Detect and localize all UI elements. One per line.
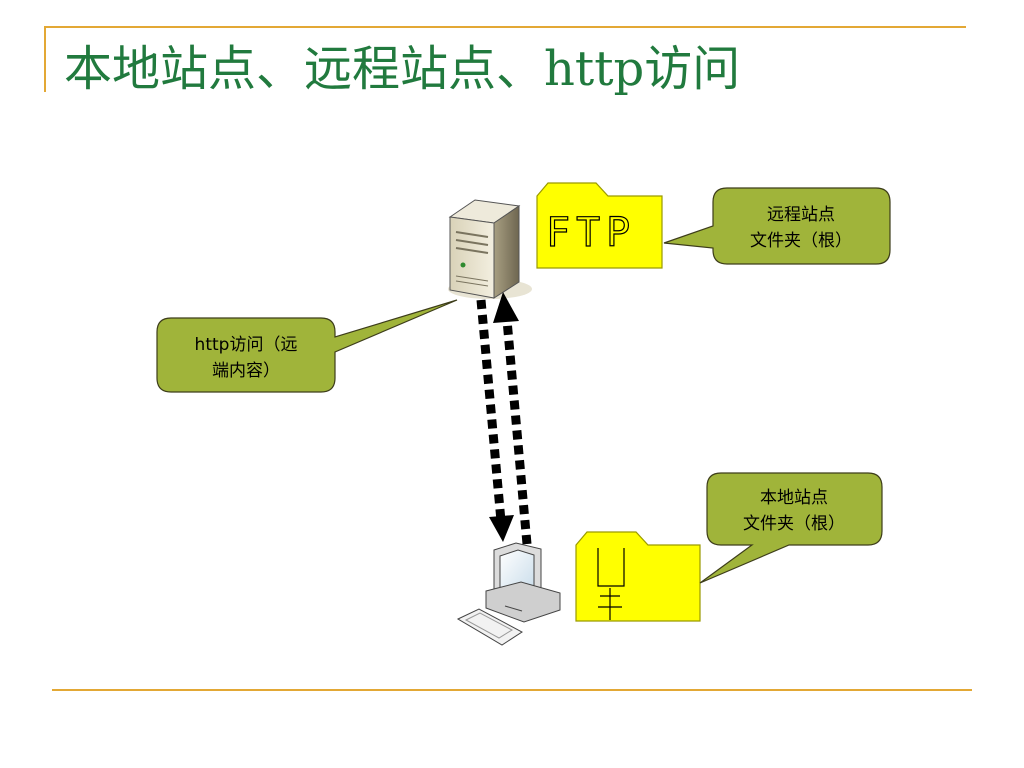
title-left-rule [44, 26, 46, 92]
callout-http-access: http访问（远 端内容） [156, 299, 458, 393]
arrow-up-head [493, 292, 519, 323]
title-top-rule [44, 26, 966, 28]
http-transfer-arrows [476, 292, 532, 545]
callout-local-site: 本地站点 文件夹（根） [699, 472, 883, 584]
server-tower-icon [448, 199, 532, 299]
footer-rule [52, 689, 972, 691]
callout-http-line1: http访问（远 [195, 335, 298, 355]
callout-remote-site: 远程站点 文件夹（根） [663, 187, 891, 265]
slide-title: 本地站点、远程站点、http访问 [64, 41, 741, 97]
arrow-down-head [489, 515, 514, 542]
remote-folder-icon: FTP [536, 182, 663, 269]
desktop-computer-icon [456, 542, 561, 646]
remote-folder-label: FTP [546, 210, 636, 256]
callout-http-line2: 端内容） [212, 361, 280, 381]
callout-remote-line2: 文件夹（根） [750, 231, 852, 251]
callout-local-line1: 本地站点 [760, 488, 828, 508]
local-folder-glyph [597, 548, 625, 620]
local-folder-icon [575, 531, 701, 622]
callout-remote-line1: 远程站点 [767, 205, 835, 225]
callout-local-line2: 文件夹（根） [743, 514, 845, 534]
